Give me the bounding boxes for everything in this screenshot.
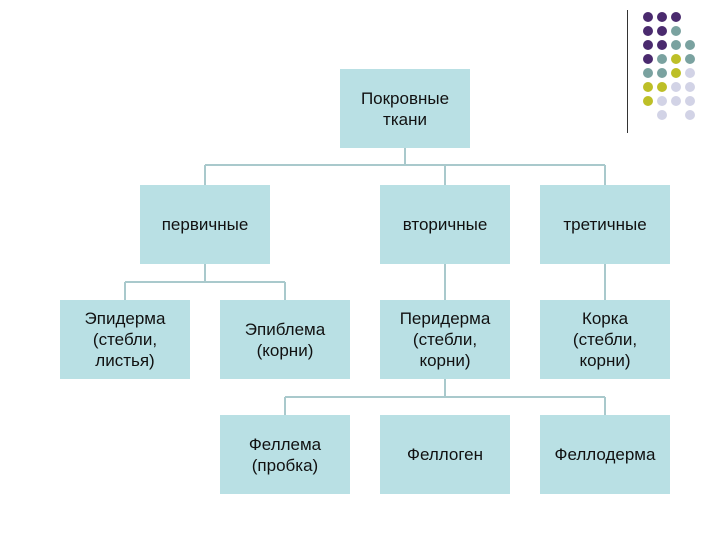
decorative-dot — [643, 26, 653, 36]
decorative-dot — [657, 96, 667, 106]
decorative-dot — [685, 82, 695, 92]
decorative-dot — [643, 40, 653, 50]
decorative-dot — [657, 82, 667, 92]
decorative-dot — [643, 96, 653, 106]
decorative-dot — [685, 40, 695, 50]
decorative-dot — [685, 96, 695, 106]
root-box: Покровные ткани — [340, 69, 470, 148]
decorative-dot — [643, 68, 653, 78]
decorative-dot — [685, 110, 695, 120]
decorative-dot — [671, 26, 681, 36]
decorative-dot — [657, 12, 667, 22]
periderm-box: Перидерма (стебли, корни) — [380, 300, 510, 379]
tertiary-box: третичные — [540, 185, 670, 264]
epidermis-box: Эпидерма (стебли, листья) — [60, 300, 190, 379]
decorative-dot — [671, 96, 681, 106]
phellem-box: Феллема (пробка) — [220, 415, 350, 494]
decorative-dot — [657, 110, 667, 120]
decorative-dot — [671, 54, 681, 64]
crust-box: Корка (стебли, корни) — [540, 300, 670, 379]
decorative-dot — [643, 12, 653, 22]
decorative-dot — [657, 40, 667, 50]
primary-box: первичные — [140, 185, 270, 264]
decorative-dot — [685, 54, 695, 64]
decorative-dot — [671, 82, 681, 92]
epiblema-box: Эпиблема (корни) — [220, 300, 350, 379]
secondary-box: вторичные — [380, 185, 510, 264]
decorative-dot — [685, 68, 695, 78]
decorative-vertical-rule — [627, 10, 628, 133]
decorative-dot — [657, 54, 667, 64]
decorative-dot — [671, 40, 681, 50]
decorative-dot — [657, 68, 667, 78]
decorative-dot — [657, 26, 667, 36]
decorative-dot — [643, 54, 653, 64]
phellogen-box: Феллоген — [380, 415, 510, 494]
decorative-dot — [643, 82, 653, 92]
decorative-dot — [671, 68, 681, 78]
phelloderm-box: Феллодерма — [540, 415, 670, 494]
decorative-dot — [671, 12, 681, 22]
